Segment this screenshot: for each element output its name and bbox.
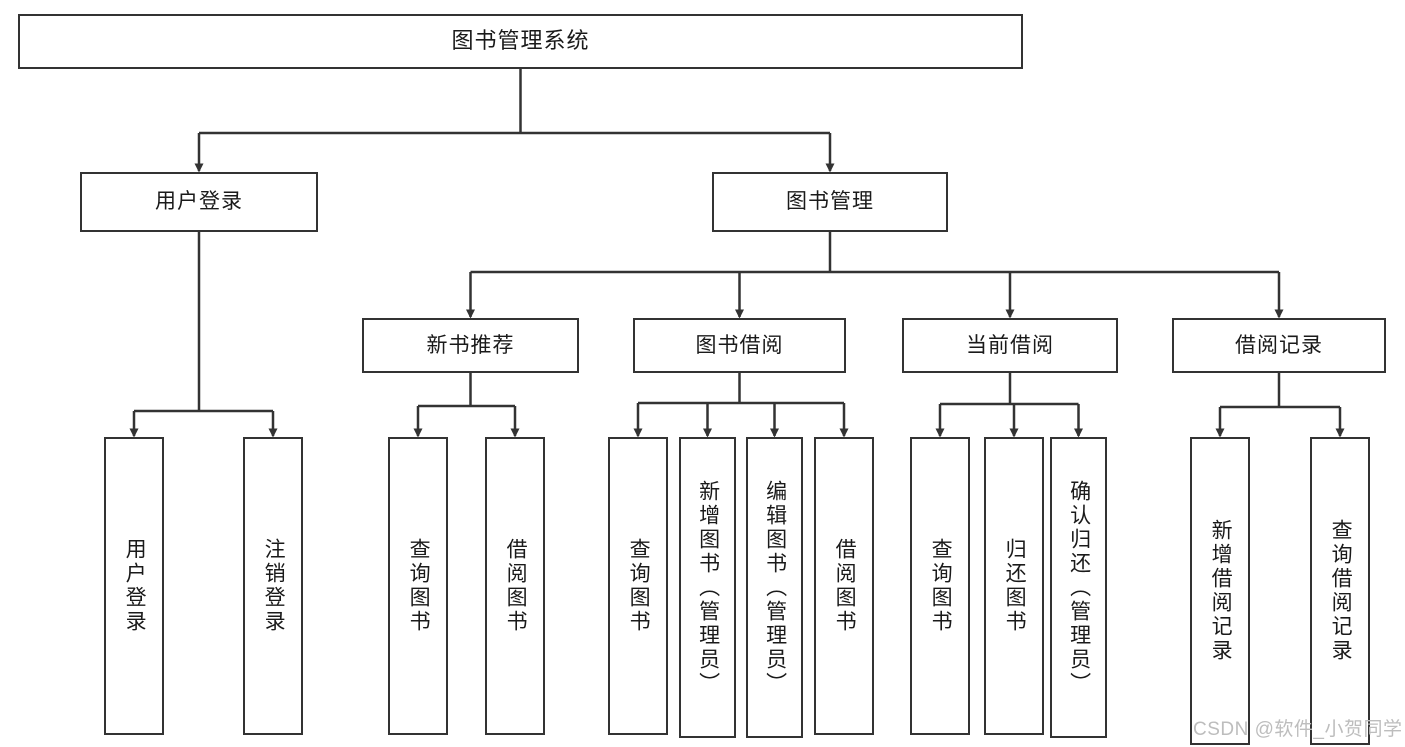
node-l2-record: 借阅记录	[1172, 318, 1386, 373]
node-label: 确认归还（管理员）	[1067, 479, 1091, 696]
node-label: 用户登录	[123, 538, 147, 634]
node-l3-b1: 查询图书	[388, 437, 448, 735]
node-label: 查询图书	[929, 538, 953, 634]
node-l2-current: 当前借阅	[902, 318, 1118, 373]
node-label: 新增借阅记录	[1209, 519, 1233, 663]
node-label: 新增图书（管理员）	[696, 479, 720, 696]
node-label: 借阅图书	[504, 538, 528, 634]
node-l3-c1: 查询图书	[608, 437, 668, 735]
node-label: 图书借阅	[695, 333, 784, 357]
node-l3-b2: 借阅图书	[485, 437, 545, 735]
node-label: 注销登录	[262, 538, 286, 634]
node-l2-newbook: 新书推荐	[362, 318, 579, 373]
node-l3-e1: 新增借阅记录	[1190, 437, 1250, 745]
node-label: 归还图书	[1003, 538, 1027, 634]
node-l2-borrow: 图书借阅	[633, 318, 846, 373]
csdn-watermark: CSDN @软件_小贺同学	[1193, 719, 1403, 740]
node-l3-d3: 确认归还（管理员）	[1050, 437, 1107, 738]
node-l1-login: 用户登录	[80, 172, 318, 232]
node-root: 图书管理系统	[18, 14, 1023, 69]
node-label: 查询图书	[407, 538, 431, 634]
node-label: 图书管理系统	[451, 28, 590, 54]
node-l3-c2: 新增图书（管理员）	[679, 437, 736, 738]
node-l3-d1: 查询图书	[910, 437, 970, 735]
connector-lines	[129, 69, 1345, 438]
node-label: 当前借阅	[966, 333, 1054, 357]
node-l3-c3: 编辑图书（管理员）	[746, 437, 803, 738]
node-l3-a1: 用户登录	[104, 437, 164, 735]
node-l3-a2: 注销登录	[243, 437, 303, 735]
node-label: 用户登录	[155, 190, 243, 214]
node-l3-c4: 借阅图书	[814, 437, 874, 735]
node-label: 查询图书	[627, 538, 651, 634]
node-l3-d2: 归还图书	[984, 437, 1044, 735]
node-label: 借阅图书	[833, 538, 857, 634]
node-label: 借阅记录	[1235, 333, 1323, 357]
node-label: 查询借阅记录	[1329, 519, 1353, 663]
node-l1-books: 图书管理	[712, 172, 948, 232]
node-label: 编辑图书（管理员）	[763, 479, 787, 696]
node-label: 图书管理	[786, 190, 874, 214]
node-l3-e2: 查询借阅记录	[1310, 437, 1370, 745]
node-label: 新书推荐	[426, 333, 515, 357]
